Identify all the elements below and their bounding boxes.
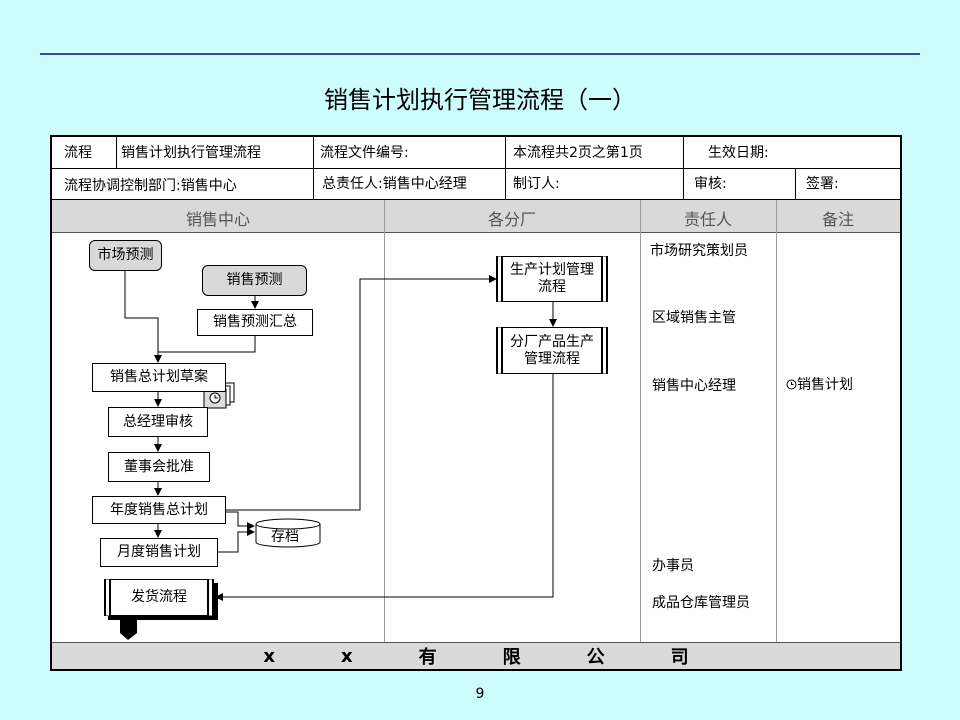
header-divider [52, 199, 900, 200]
forecast-summary-node: 销售预测汇总 [197, 309, 313, 336]
connector-annual-to-production [226, 275, 497, 511]
connector-market-to-draft [124, 271, 162, 363]
company-band [52, 642, 900, 669]
connector-monthly-to-archive [218, 528, 255, 553]
company-char: 有 [418, 647, 437, 668]
company-band-divider [52, 642, 900, 643]
gm-review-node: 总经理审核 [108, 407, 208, 437]
header-cell-divider [505, 137, 506, 199]
responsible-market-researcher: 市场研究策划员 [650, 243, 748, 259]
production-plan-node: 生产计划管理流程 [496, 256, 608, 302]
responsible-warehouse-manager: 成品仓库管理员 [652, 595, 750, 611]
header-signature: 签署: [806, 176, 839, 192]
archive-cylinder [255, 518, 321, 548]
header-process-label: 流程 [64, 145, 92, 161]
header-reviewer: 审核: [694, 176, 727, 192]
column-notes: 备注 [821, 210, 854, 229]
company-name: x x 有 限 公 司 [52, 643, 900, 669]
note-text: 销售计划 [797, 377, 853, 393]
flow-end-pointer [120, 618, 137, 640]
company-char: 限 [502, 647, 521, 668]
column-responsible: 责任人 [683, 210, 732, 229]
annual-plan-node: 年度销售总计划 [92, 496, 226, 524]
header-page-count: 本流程共2页之第1页 [513, 145, 643, 161]
monthly-plan-node: 月度销售计划 [100, 538, 218, 567]
header-divider [52, 168, 900, 169]
header-cell-divider [683, 137, 684, 199]
header-owner: 总责任人:销售中心经理 [322, 176, 467, 192]
responsible-regional-sales-manager: 区域销售主管 [652, 310, 736, 326]
column-header-band [52, 200, 900, 232]
company-char: 司 [670, 647, 689, 668]
responsible-clerk: 办事员 [652, 558, 694, 574]
board-approval-node: 董事会批准 [108, 452, 210, 482]
column-branch-factories: 各分厂 [487, 210, 536, 229]
connector-summary-to-draft [158, 336, 256, 353]
clock-icon [786, 379, 797, 390]
swimlane-divider [776, 200, 777, 642]
responsible-sales-center-manager: 销售中心经理 [652, 378, 736, 394]
column-sales-center: 销售中心 [185, 210, 250, 229]
header-cell-divider [313, 137, 314, 199]
header-cell-divider [116, 137, 117, 168]
swimlane-divider [384, 200, 385, 642]
header-process-name: 销售计划执行管理流程 [121, 145, 261, 161]
branch-production-node: 分厂产品生产管理流程 [496, 327, 608, 374]
header-cell-divider [795, 168, 796, 199]
note-sales-plan: 销售计划 [786, 374, 853, 394]
connector-branch-to-shipping [215, 374, 554, 601]
market-forecast-node: 市场预测 [89, 240, 162, 271]
company-char: x [263, 645, 275, 667]
header-doc-number: 流程文件编号: [320, 145, 409, 161]
page-title: 销售计划执行管理流程（一） [324, 86, 636, 114]
header-effective-date: 生效日期: [708, 145, 769, 161]
company-char: 公 [586, 647, 605, 668]
header-control-dept: 流程协调控制部门:销售中心 [64, 178, 237, 194]
header-author: 制订人: [513, 176, 560, 192]
company-char: x [341, 645, 353, 667]
swimlane-divider [640, 200, 641, 642]
top-rule [40, 53, 920, 55]
shipping-process-node: 发货流程 [104, 579, 214, 616]
sales-forecast-node: 销售预测 [202, 265, 307, 296]
plan-draft-node: 销售总计划草案 [92, 363, 226, 392]
archive-label: 存档 [271, 529, 299, 545]
connector-annual-to-archive [226, 511, 255, 530]
column-header-divider [52, 232, 900, 233]
page-number: 9 [475, 686, 485, 702]
